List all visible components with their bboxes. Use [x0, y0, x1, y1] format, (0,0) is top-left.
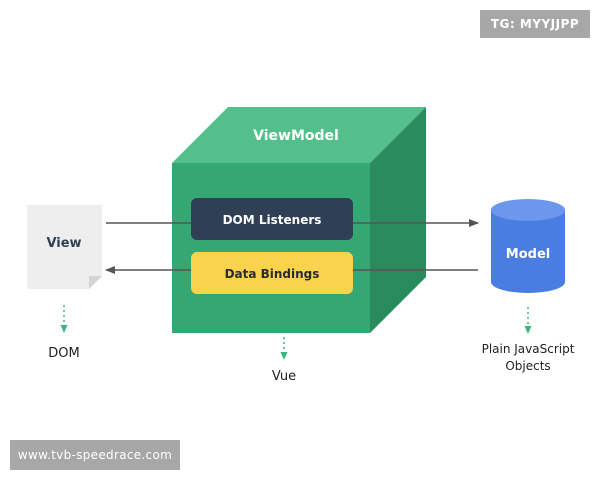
dom-caption: DOM — [48, 346, 79, 361]
view-title: View — [46, 236, 81, 251]
dom-listeners-box: DOM Listeners — [191, 198, 353, 240]
cube-side-face — [370, 107, 426, 333]
model-caption-line2: Objects — [505, 359, 550, 373]
view-page: View — [27, 205, 102, 289]
viewmodel-title: ViewModel — [253, 128, 339, 144]
data-bindings-box: Data Bindings — [191, 252, 353, 294]
dom-listeners-label: DOM Listeners — [223, 213, 322, 227]
watermark-top-right: TG: MYYJJPP — [480, 10, 590, 38]
cube-front-face — [172, 163, 370, 333]
viewmodel-cube: ViewModel — [172, 107, 426, 333]
model-cylinder: Model — [491, 199, 565, 293]
model-title: Model — [506, 247, 550, 262]
watermark-bottom-left: www.tvb-speedrace.com — [10, 440, 180, 470]
cube-top-face — [172, 107, 426, 163]
vue-caption: Vue — [272, 369, 296, 384]
data-bindings-label: Data Bindings — [225, 267, 320, 281]
model-caption-line1: Plain JavaScript — [482, 342, 575, 356]
